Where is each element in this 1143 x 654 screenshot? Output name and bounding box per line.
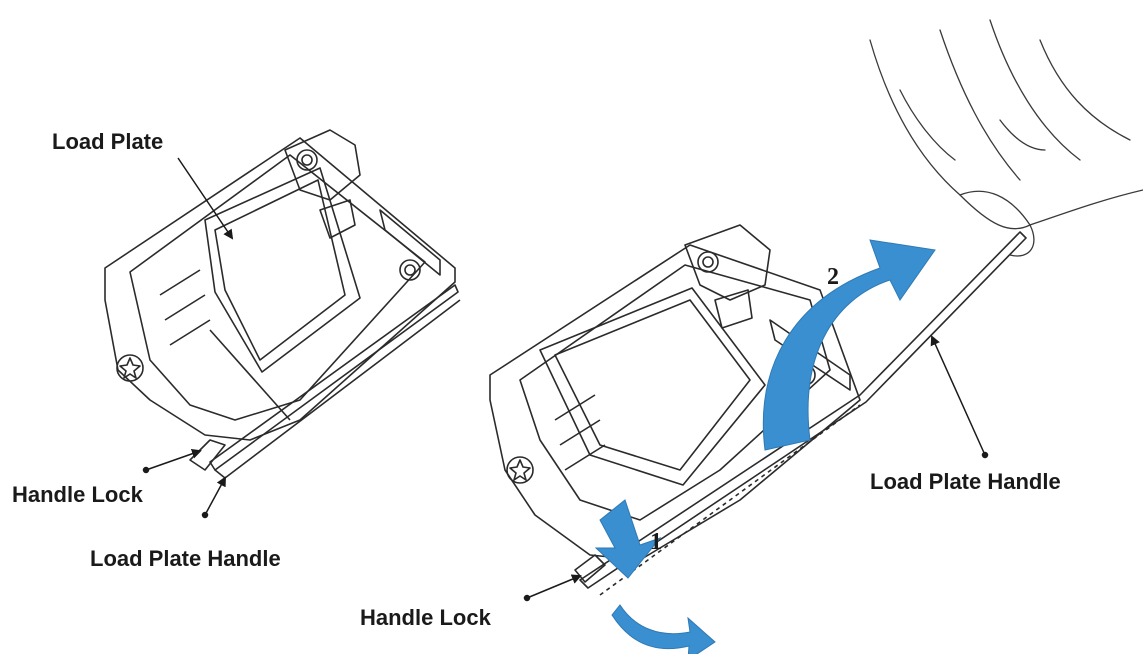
hand-illustration <box>869 19 1143 257</box>
left-load-plate-handle <box>209 284 459 471</box>
press-arrow-icon <box>594 499 662 579</box>
left-socket <box>104 129 461 479</box>
label-handle-lock-left: Handle Lock <box>12 482 143 507</box>
label-load-plate: Load Plate <box>52 129 164 154</box>
callout-handle-lock-left <box>145 448 202 471</box>
right-load-plate-handle <box>579 231 1027 589</box>
callout-load-plate <box>177 157 234 240</box>
label-load-plate-handle-left: Load Plate Handle <box>90 546 281 571</box>
label-handle-lock-right: Handle Lock <box>360 605 491 630</box>
right-socket <box>489 224 1027 596</box>
right-load-plate-window <box>554 299 751 471</box>
left-hinge-block <box>284 129 361 201</box>
right-hinge-block <box>684 224 771 301</box>
callout-load-plate-handle-left <box>204 476 226 516</box>
right-screw-icon <box>506 456 534 484</box>
label-load-plate-handle-right: Load Plate Handle <box>870 469 1061 494</box>
action-arrows <box>594 239 936 654</box>
left-screw-icon <box>116 354 144 382</box>
lift-arrow-icon <box>762 239 936 451</box>
step-number-2: 2 <box>827 264 839 290</box>
callout-handle-lock-right <box>526 574 582 599</box>
callout-load-plate-handle-right <box>930 335 986 456</box>
callout-lines <box>142 157 989 602</box>
step-number-1: 1 <box>650 529 662 555</box>
release-arrow-icon <box>611 604 716 654</box>
left-load-plate-window <box>214 179 346 361</box>
